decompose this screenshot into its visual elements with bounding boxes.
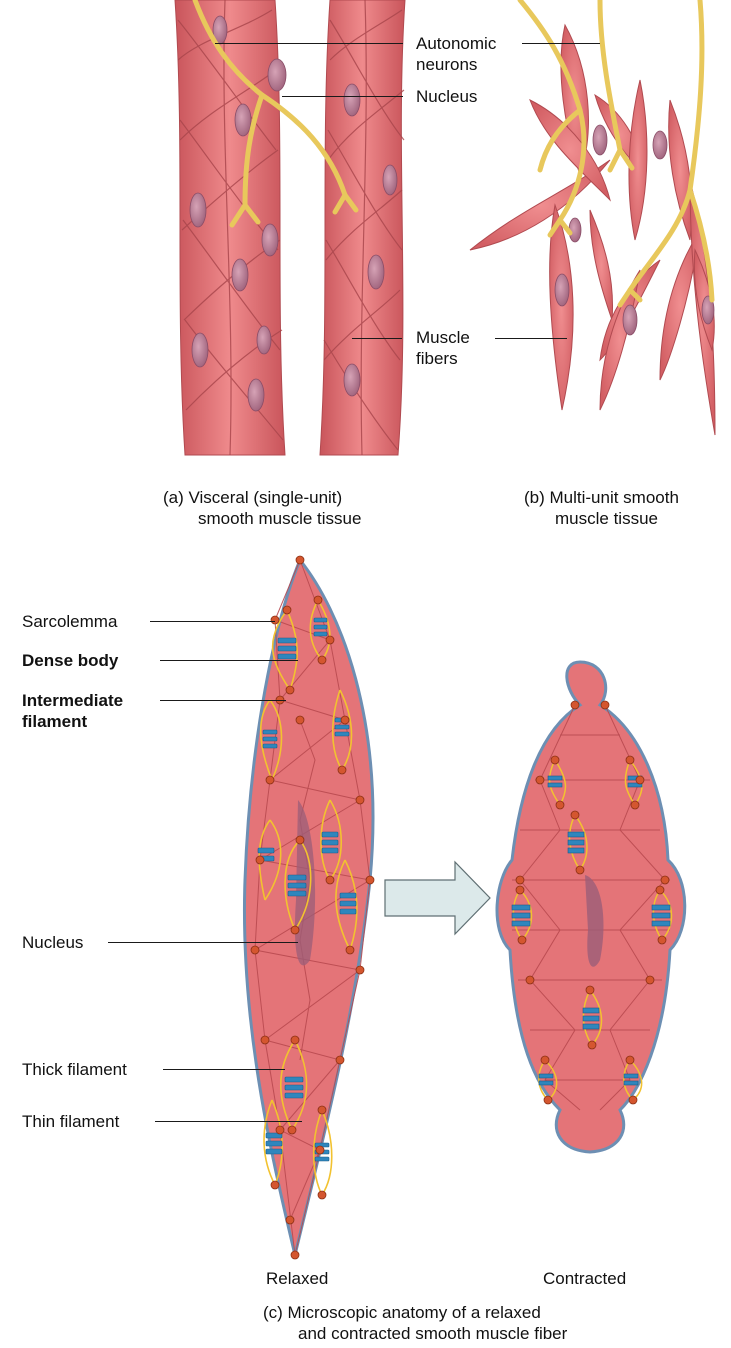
caption-c-line1: (c) Microscopic anatomy of a relaxed: [263, 1302, 567, 1323]
leader-nucleus-top: [282, 96, 403, 97]
caption-a-line2: smooth muscle tissue: [163, 508, 361, 529]
leader-thin-filament: [155, 1121, 302, 1122]
label-nucleus-top: Nucleus: [416, 86, 477, 107]
leader-sarcolemma: [150, 621, 275, 622]
muscle-line2: fibers: [416, 348, 470, 369]
caption-c: (c) Microscopic anatomy of a relaxed and…: [263, 1302, 567, 1344]
label-muscle-fibers: Muscle fibers: [416, 327, 470, 369]
label-nucleus-bottom: Nucleus: [22, 932, 83, 953]
caption-c-line2: and contracted smooth muscle fiber: [263, 1323, 567, 1344]
contraction-arrow: [385, 862, 490, 934]
leader-nucleus-bottom: [108, 942, 298, 943]
leader-autonomic: [215, 43, 403, 44]
leader-autonomic-right: [522, 43, 600, 44]
leader-thick-filament: [163, 1069, 285, 1070]
caption-b-line2: muscle tissue: [524, 508, 679, 529]
leader-muscle-right: [495, 338, 567, 339]
relaxed-fiber: [244, 556, 374, 1259]
caption-b-line1: (b) Multi-unit smooth: [524, 487, 679, 508]
label-relaxed: Relaxed: [266, 1268, 328, 1289]
visceral-muscle-sheet: [175, 0, 405, 455]
label-dense-body: Dense body: [22, 650, 118, 671]
caption-a: (a) Visceral (single-unit) smooth muscle…: [163, 487, 361, 529]
label-contracted: Contracted: [543, 1268, 626, 1289]
label-sarcolemma: Sarcolemma: [22, 611, 117, 632]
label-thin-filament: Thin filament: [22, 1111, 119, 1132]
multi-unit-muscle-cells: [470, 25, 715, 435]
intermediate-line2: filament: [22, 711, 123, 732]
intermediate-line1: Intermediate: [22, 690, 123, 711]
autonomic-line1: Autonomic: [416, 33, 496, 54]
label-intermediate-filament: Intermediate filament: [22, 690, 123, 732]
muscle-line1: Muscle: [416, 327, 470, 348]
leader-dense-body: [160, 660, 298, 661]
leader-intermediate: [160, 700, 286, 701]
autonomic-line2: neurons: [416, 54, 496, 75]
caption-a-line1: (a) Visceral (single-unit): [163, 487, 361, 508]
caption-b: (b) Multi-unit smooth muscle tissue: [524, 487, 679, 529]
label-thick-filament: Thick filament: [22, 1059, 127, 1080]
label-autonomic-neurons: Autonomic neurons: [416, 33, 496, 75]
contracted-fiber: [497, 662, 685, 1152]
leader-muscle-left: [352, 338, 402, 339]
